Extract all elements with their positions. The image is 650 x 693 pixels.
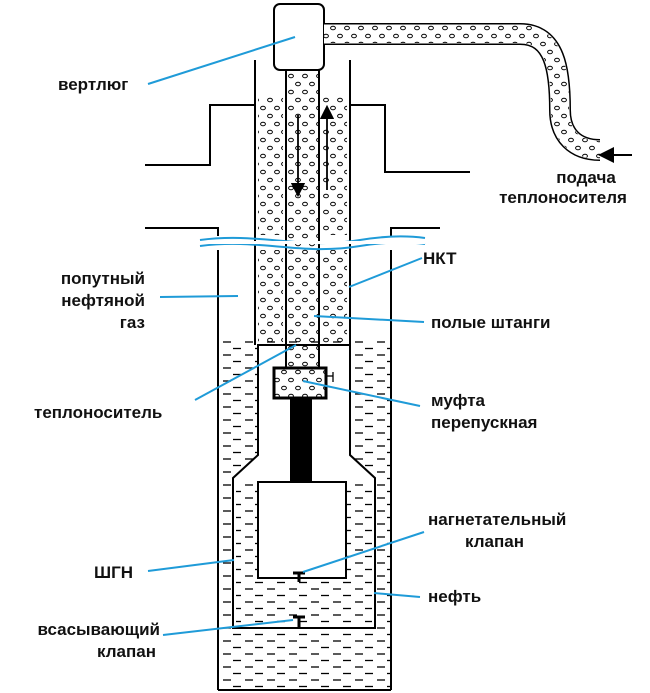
pointer-coupling bbox=[302, 380, 421, 407]
label-hollow-rods: полые штанги bbox=[431, 313, 550, 332]
pointer-discharge-valve bbox=[302, 531, 425, 573]
wellhead-left-flange bbox=[145, 104, 255, 166]
pointer-pump bbox=[147, 559, 235, 572]
pointer-oil bbox=[373, 592, 421, 598]
bypass-coupling bbox=[272, 366, 328, 400]
label-pump: ШГН bbox=[94, 563, 133, 582]
label-suction-valve-1: всасывающий bbox=[37, 620, 160, 639]
pointer-tubing bbox=[348, 257, 423, 288]
plunger bbox=[257, 481, 347, 579]
label-supply-1: подача bbox=[556, 168, 616, 187]
label-coupling-2: перепускная bbox=[431, 413, 537, 432]
label-discharge-valve-2: клапан bbox=[465, 532, 524, 551]
label-coolant: теплоноситель bbox=[34, 403, 162, 422]
suction-valve-icon bbox=[293, 615, 305, 628]
label-oil: нефть bbox=[428, 587, 481, 606]
annulus-coolant-right bbox=[322, 95, 347, 235]
sucker-rod bbox=[290, 398, 312, 482]
annulus-coolant-left-lower bbox=[258, 250, 283, 345]
break-gap bbox=[200, 241, 425, 244]
supply-hose-fill bbox=[324, 25, 601, 159]
pointer-gas bbox=[159, 295, 239, 298]
label-tubing: НКТ bbox=[423, 249, 457, 268]
hollow-rods bbox=[285, 67, 320, 369]
pointer-swivel bbox=[147, 36, 296, 85]
pointer-coolant bbox=[194, 344, 297, 401]
label-gas-3: газ bbox=[120, 313, 145, 332]
pointer-suction-valve bbox=[162, 619, 294, 636]
annulus-coolant-left bbox=[258, 95, 283, 235]
swivel bbox=[273, 3, 325, 71]
casing-top-right bbox=[390, 227, 440, 236]
label-gas-2: нефтяной bbox=[61, 291, 145, 310]
label-coupling-1: муфта bbox=[431, 391, 486, 410]
label-supply-2: теплоносителя bbox=[499, 188, 627, 207]
wellhead-right-flange bbox=[350, 104, 470, 173]
pointer-hollow-rods bbox=[313, 315, 425, 323]
annulus-coolant-right-lower bbox=[322, 250, 347, 345]
label-discharge-valve-1: нагнетательный bbox=[428, 510, 566, 529]
label-swivel: вертлюг bbox=[58, 75, 128, 94]
casing-top-left bbox=[145, 227, 219, 236]
label-gas-1: попутный bbox=[61, 269, 145, 288]
label-suction-valve-2: клапан bbox=[97, 642, 156, 661]
discharge-valve-icon bbox=[293, 571, 305, 582]
